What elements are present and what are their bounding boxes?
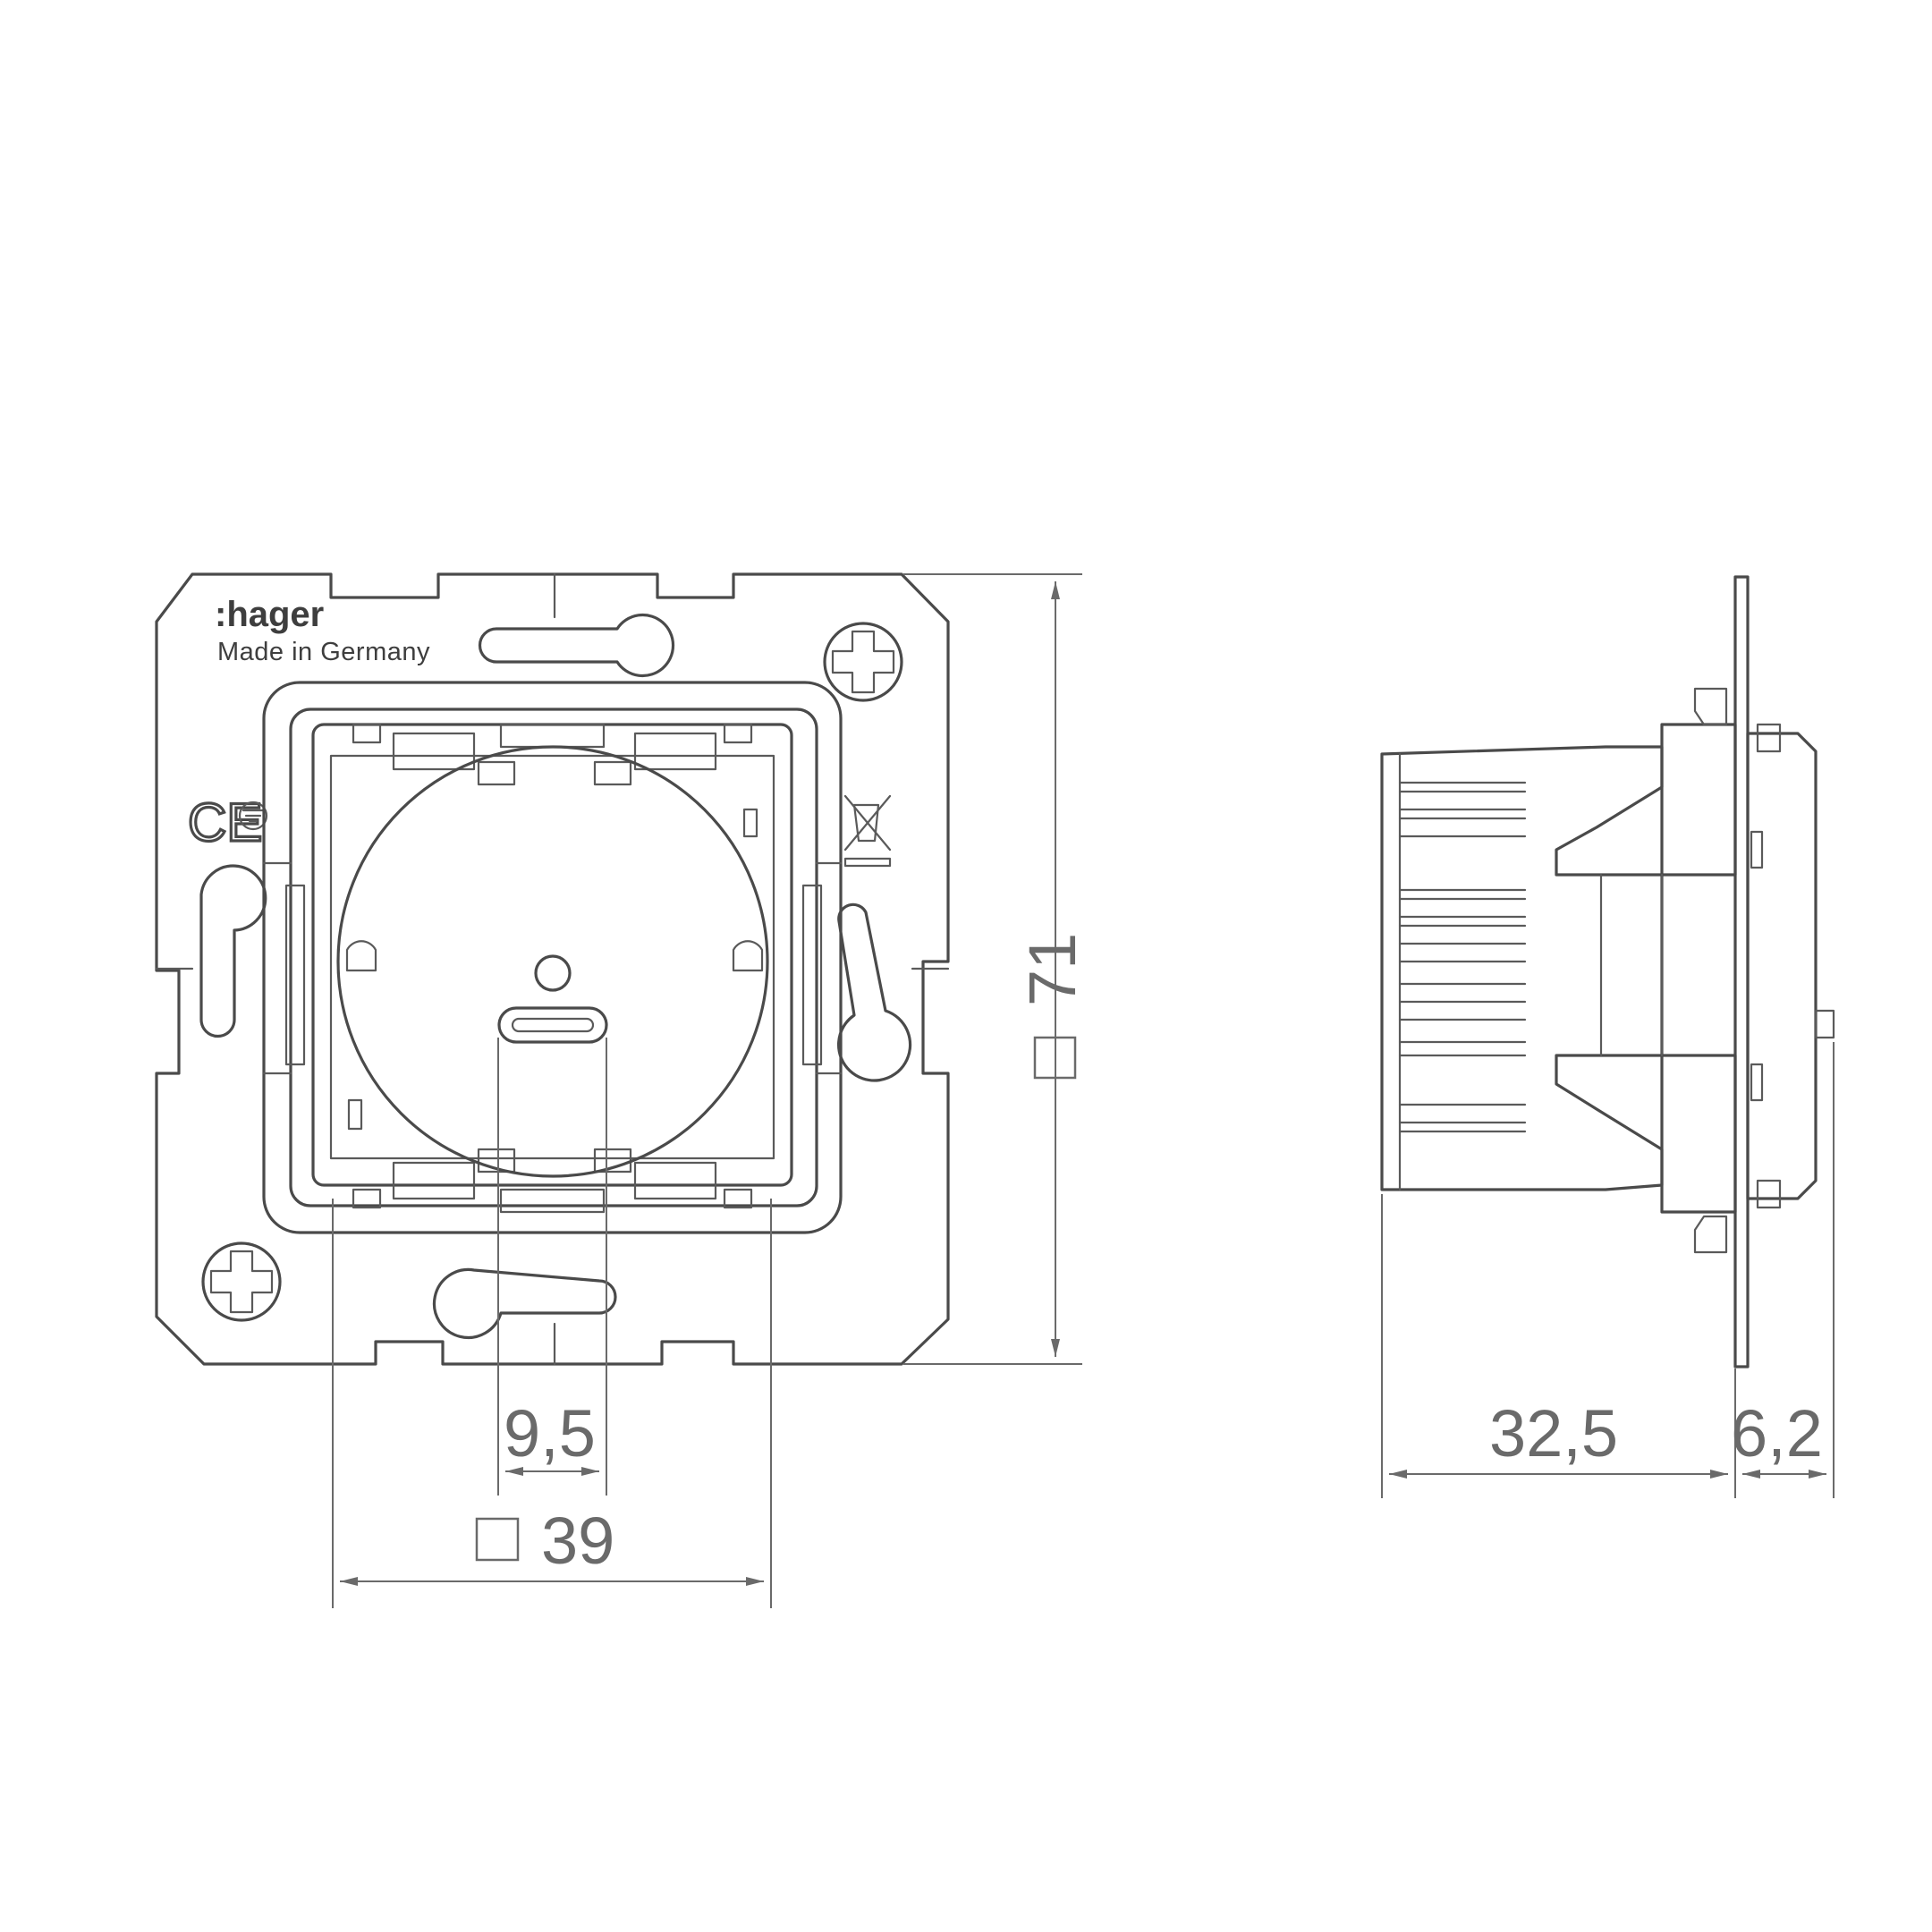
front-view: :hager Made in Germany CE: [155, 572, 950, 1366]
usb-face-disc: [336, 745, 769, 1178]
side-usb-stub: [1814, 1009, 1835, 1039]
side-front-cap: [1746, 732, 1818, 1200]
square-symbol-icon: [475, 1517, 520, 1562]
made-in-label: Made in Germany: [217, 638, 430, 666]
left-slot: [199, 864, 267, 1038]
screw-hole-top-right: [823, 622, 903, 702]
dim-square-label: 39: [541, 1504, 614, 1578]
square-symbol-icon: [1033, 1036, 1077, 1080]
clips-top: [352, 723, 753, 786]
top-slot: [478, 613, 675, 678]
mounting-plate-outline: [155, 572, 950, 1366]
earth-symbol-icon: [238, 801, 268, 831]
dim-usb-label: 9,5: [504, 1396, 596, 1470]
dimension-lines: [332, 573, 1835, 1608]
bottom-slot: [432, 1267, 617, 1340]
side-wedge-bottom: [1555, 1054, 1737, 1214]
usb-c-port: [497, 1006, 608, 1044]
side-view: [1380, 575, 1835, 1368]
brand-logo: :hager: [215, 595, 324, 634]
weee-bin-icon: [843, 794, 892, 868]
cooling-fins: [1398, 781, 1527, 1133]
led-indicator: [534, 954, 572, 992]
dimension-labels: 71 39 9,5 32,5 6,2: [475, 933, 1823, 1578]
screw-hole-bottom-left: [201, 1241, 282, 1322]
frame-inner: [289, 708, 818, 1208]
frame-outer: [262, 681, 843, 1234]
right-slot: [837, 902, 912, 1082]
dim-height-label: 71: [1015, 933, 1089, 1006]
side-plate: [1733, 575, 1750, 1368]
dim-plate-label: 6,2: [1731, 1396, 1823, 1470]
dim-depth-label: 32,5: [1489, 1396, 1618, 1470]
side-wedge-top: [1555, 723, 1737, 877]
